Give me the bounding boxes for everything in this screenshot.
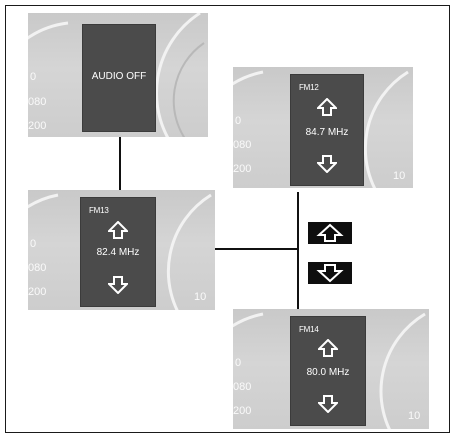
display-screen: FM13 82.4 MHz: [81, 198, 155, 306]
station-label: FM14: [299, 325, 319, 334]
up-arrow-icon: [317, 98, 337, 116]
station-label: FM13: [89, 206, 109, 215]
connector-branch-vertical: [297, 192, 299, 309]
down-key[interactable]: [308, 262, 352, 284]
panel-audio-off: 0 080 200 AUDIO OFF: [28, 13, 208, 137]
gauge-label: 0: [30, 71, 36, 83]
panel-fm13: 0 080 200 10 FM13 82.4 MHz: [28, 190, 215, 310]
gauge-label: 200: [28, 286, 46, 298]
audio-off-text: AUDIO OFF: [83, 71, 155, 82]
frequency-text: 84.7 MHz: [291, 127, 363, 138]
down-arrow-icon: [317, 155, 337, 173]
up-key[interactable]: [308, 222, 352, 244]
down-arrow-icon: [108, 276, 128, 294]
down-arrow-icon: [318, 395, 338, 413]
gauge-label: 080: [28, 96, 46, 108]
gauge-label: 10: [393, 170, 405, 182]
gauge-label: 080: [28, 262, 46, 274]
display-screen: FM12 84.7 MHz: [291, 75, 363, 185]
gauge-label: 200: [233, 163, 251, 175]
up-arrow-icon: [308, 222, 352, 244]
panel-fm14: 0 080 200 10 FM14 80.0 MHz: [233, 309, 429, 429]
station-label: FM12: [299, 83, 319, 92]
gauge-label: 0: [235, 115, 241, 127]
frequency-text: 80.0 MHz: [291, 367, 365, 378]
down-arrow-icon: [308, 262, 352, 284]
frequency-text: 82.4 MHz: [81, 247, 155, 258]
gauge-label: 0: [30, 238, 36, 250]
connector-fm13-to-branch: [215, 248, 299, 250]
gauge-label: 200: [233, 405, 251, 417]
gauge-label: 10: [408, 410, 420, 422]
panel-fm12: 0 080 200 10 FM12 84.7 MHz: [233, 67, 413, 188]
display-screen: AUDIO OFF: [83, 25, 155, 131]
gauge-label: 10: [194, 291, 206, 303]
gauge-label: 080: [233, 139, 251, 151]
gauge-label: 080: [233, 381, 251, 393]
gauge-label: 0: [235, 357, 241, 369]
display-screen: FM14 80.0 MHz: [291, 317, 365, 425]
connector-audio-to-fm13: [119, 137, 121, 195]
up-arrow-icon: [108, 221, 128, 239]
gauge-label: 200: [28, 120, 46, 132]
up-arrow-icon: [318, 339, 338, 357]
